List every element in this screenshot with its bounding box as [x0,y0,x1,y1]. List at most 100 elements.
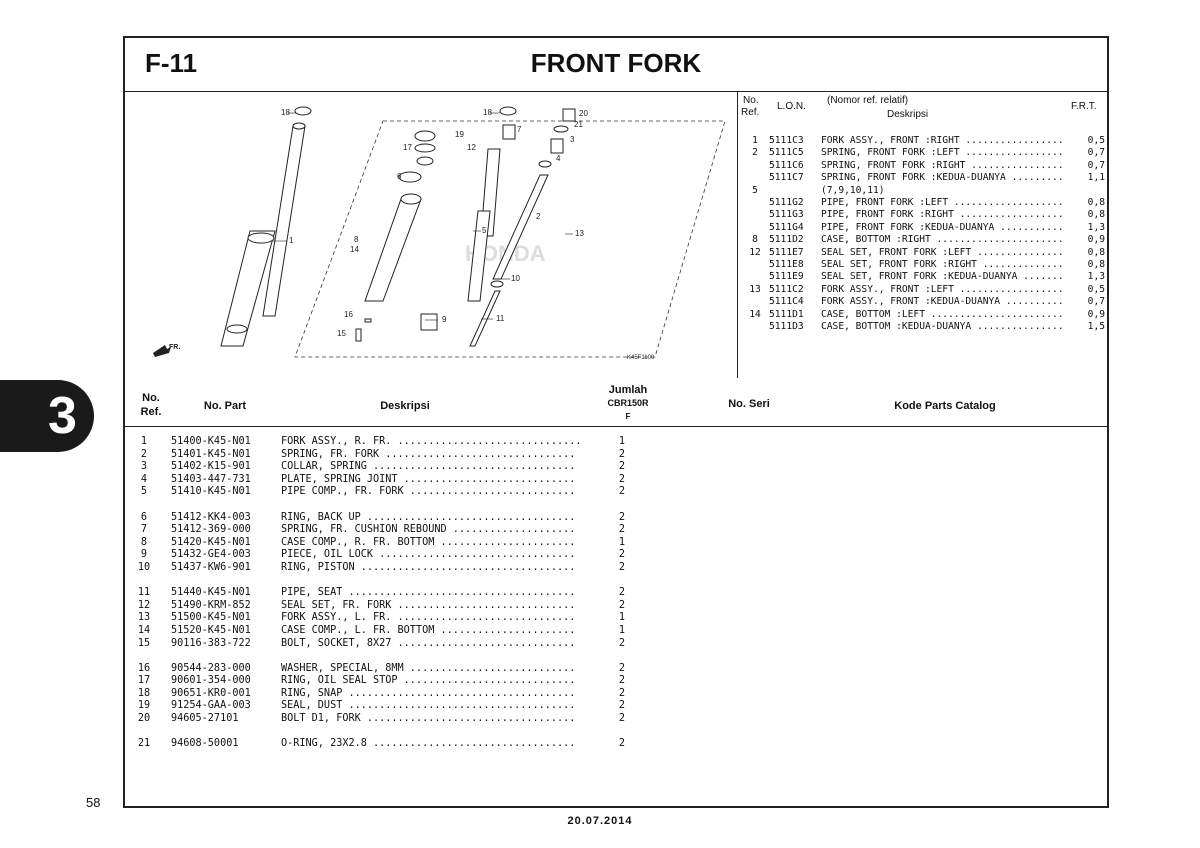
part-desc: COLLAR, SPRING .........................… [281,461,576,473]
lon-col-frt: F.R.T. [1071,101,1097,112]
callout-15: 15 [337,329,346,338]
lon-frt: 0,9 [1087,308,1105,320]
parts-col-serial: No. Seri [728,398,770,410]
part-desc: CASE COMP., R. FR. BOTTOM ..............… [281,536,576,548]
part-number: 51440-K45-N01 [171,587,251,599]
callout-17: 17 [403,143,412,152]
front-direction-arrow: FR. [153,344,180,357]
lon-desc: PIPE, FRONT FORK :RIGHT ................… [821,209,1064,221]
lon-frt: 0,7 [1087,159,1105,171]
part-qty: 2 [618,486,626,498]
part-desc: SPRING, FR. FORK .......................… [281,448,576,460]
lon-col-desc: Deskripsi [887,109,929,120]
part-qty: 2 [618,599,626,611]
exploded-diagram: HONDA [125,91,738,378]
part-desc: RING, OIL SEAL STOP ....................… [281,675,576,687]
lon-col-lon: L.O.N. [777,101,806,112]
part-qty: 2 [618,687,626,699]
part-desc: FORK ASSY., L. FR. .....................… [281,612,576,624]
parts-col-part: No. Part [203,400,247,412]
part-number: 90651-KR0-001 [171,687,251,699]
lon-ref: 2 [752,147,758,159]
lon-code: 5111C7 [769,172,804,184]
lon-frt: 1,5 [1087,321,1105,333]
part-ref: 18 [137,687,151,699]
callout-20: 20 [579,109,588,118]
part-qty: 2 [618,461,626,473]
lon-ref [741,222,769,234]
part-ref: 5 [140,486,148,498]
lon-row: 5(7,9,10,11) [741,185,1105,197]
part-ref: 10 [137,561,151,573]
part-qty: 2 [618,700,626,712]
part-ref: 19 [137,700,151,712]
lon-col-ref: Ref. [741,107,760,118]
part-ref: 7 [140,524,148,536]
lon-desc: FORK ASSY., FRONT :KEDUA-DUANYA ........… [821,296,1064,308]
lon-code: 5111G4 [769,221,804,233]
part-number: 94608-50001 [171,738,239,750]
lon-ref [741,209,769,221]
part-number: 90544-283-000 [171,662,251,674]
part-desc: PLATE, SPRING JOINT ....................… [281,473,576,485]
part-number: 51500-K45-N01 [171,612,251,624]
part-desc: PIPE, SEAT .............................… [281,587,576,599]
parts-col-desc: Deskripsi [380,400,430,412]
part-number: 90116-383-722 [171,637,251,649]
title-bar: F-11 FRONT FORK [125,38,1107,92]
part-desc: PIECE, OIL LOCK ........................… [281,549,576,561]
part-ref: 17 [137,675,151,687]
part-qty: 2 [618,473,626,485]
part-ref: 2 [140,448,148,460]
part-ref: 14 [137,624,151,636]
part-ref: 8 [140,536,148,548]
callout-13: 13 [575,229,584,238]
callout-3: 3 [570,135,575,144]
lon-desc: SEAL SET, FRONT FORK :LEFT .............… [821,246,1064,258]
publication-date: 20.07.2014 [567,815,633,827]
callout-11: 11 [496,314,505,323]
part-desc: RING, BACK UP ..........................… [281,511,576,523]
part-desc: SEAL SET, FR. FORK .....................… [281,599,576,611]
part-desc: SEAL, DUST .............................… [281,700,576,712]
callout-1: 1 [289,236,294,245]
chapter-tab: 3 [0,380,94,452]
diagram-svg: HONDA [153,106,726,361]
part-desc: RING, PISTON ...........................… [281,561,576,573]
lon-ref [741,321,769,333]
lon-frt [1081,185,1105,197]
lon-desc: SPRING, FRONT FORK :KEDUA-DUANYA .......… [821,172,1064,184]
part-qty: 2 [618,448,626,460]
part-qty: 2 [618,524,626,536]
callout-16: 16 [344,310,353,319]
callout-8: 8 [354,235,359,244]
lon-ref: 13 [749,283,761,295]
parts-col-qty: Jumlah [608,384,648,396]
lon-desc: PIPE, FRONT FORK :KEDUA-DUANYA .........… [821,221,1064,233]
lon-code: 5111D1 [769,308,804,320]
lon-frt: 0,5 [1087,135,1105,146]
part-ref: 12 [137,599,151,611]
lon-desc: PIPE, FRONT FORK :LEFT .................… [821,197,1064,209]
lon-col-no: No. [743,95,759,106]
part-qty: 1 [618,436,626,447]
part-qty: 2 [618,637,626,649]
callout-9: 9 [442,315,447,324]
lon-desc: SEAL SET, FRONT FORK :KEDUA-DUANYA .....… [821,271,1064,283]
